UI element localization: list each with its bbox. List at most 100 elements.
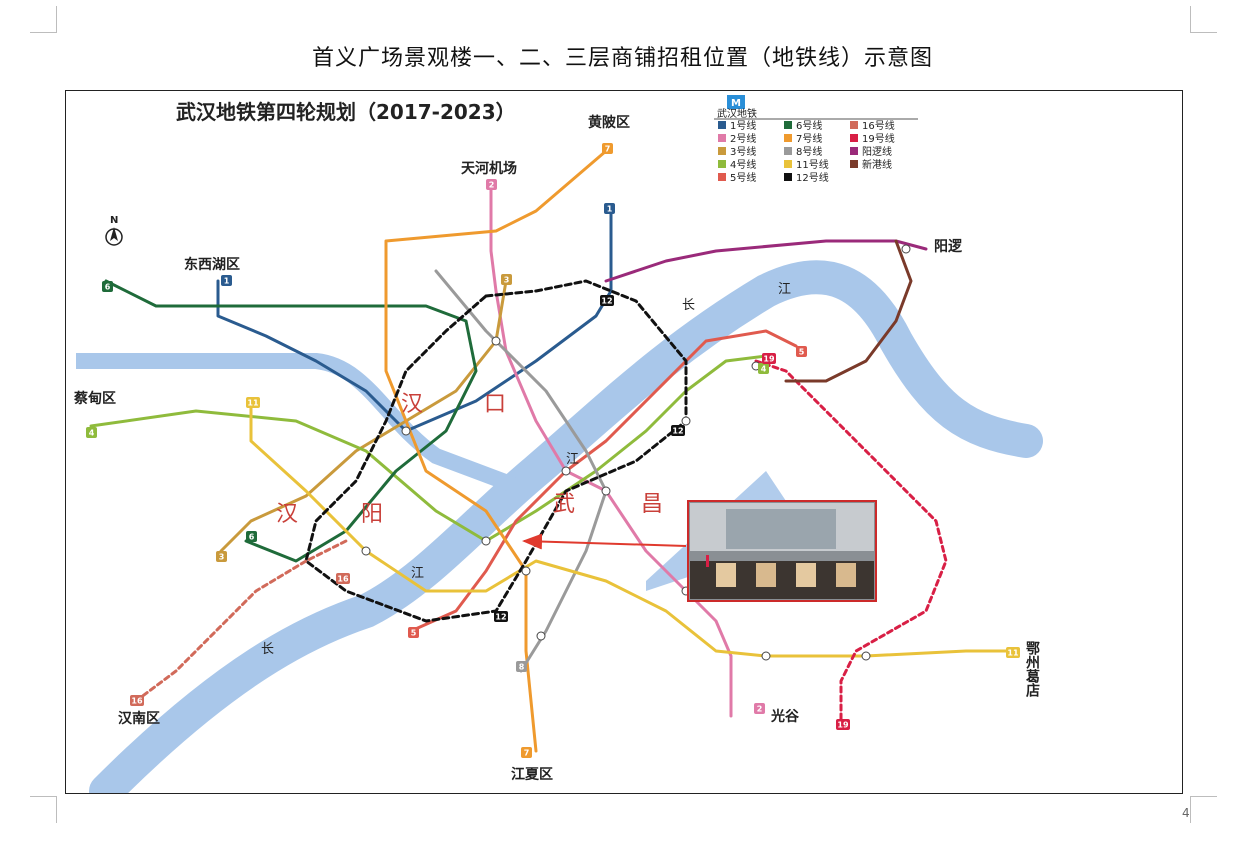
map-title: 武汉地铁第四轮规划（2017-2023） — [176, 100, 516, 124]
metro-line-19 — [754, 359, 948, 728]
legend-swatch — [718, 121, 726, 129]
legend-swatch — [850, 134, 858, 142]
metro-line-3 — [219, 279, 508, 553]
legend-items: 1号线2号线3号线4号线5号线6号线7号线8号线11号线12号线16号线19号线… — [718, 119, 895, 184]
svg-text:M: M — [731, 98, 741, 109]
line-badge-label: 4 — [761, 365, 767, 374]
station — [536, 631, 546, 641]
line-badge-label: 2 — [757, 705, 763, 714]
legend-label: 11号线 — [796, 158, 829, 171]
district-label-huangpi: 黄陂区 — [588, 114, 630, 131]
line-badge-label: 11 — [1007, 649, 1019, 658]
line-badge-2 — [486, 179, 497, 190]
line-badge-11 — [246, 397, 260, 408]
district-label-caidian: 蔡甸区 — [73, 390, 116, 407]
metro-map: 武汉地铁第四轮规划（2017-2023） N 黄陂区 天河机场 东西湖区 蔡甸区… — [73, 95, 1043, 793]
line-badge-label: 7 — [524, 749, 530, 758]
legend-swatch — [850, 147, 858, 155]
district-label-ezhou-gedian: 鄂州葛店 — [1024, 641, 1041, 698]
line-badge-label: 4 — [89, 429, 95, 438]
line-badge-1 — [604, 203, 615, 214]
line-badge-label: 12 — [601, 297, 612, 306]
line-badge-4 — [758, 363, 769, 374]
crop-mark-bottom-right — [1190, 796, 1217, 823]
line-badge-6 — [102, 281, 113, 292]
metro-line-11 — [249, 399, 1013, 658]
legend-swatch — [850, 160, 858, 168]
metro-line-6 — [104, 279, 478, 563]
legend-swatch — [784, 160, 792, 168]
river-label-chang-2: 长 — [261, 642, 274, 657]
line-badge-label: 16 — [337, 575, 349, 584]
line-badge-label: 19 — [763, 355, 775, 364]
legend-label: 2号线 — [730, 132, 756, 145]
line-badge-label: 7 — [605, 145, 611, 154]
legend-label: 5号线 — [730, 171, 756, 184]
legend-label: 16号线 — [862, 119, 895, 132]
station — [861, 651, 871, 661]
line-badge-3 — [501, 274, 512, 285]
station — [361, 546, 371, 556]
line-badge-label: 12 — [495, 613, 506, 622]
legend-label: 3号线 — [730, 145, 756, 158]
line-badge-label: 12 — [672, 427, 683, 436]
line-badge-11 — [1006, 647, 1020, 658]
line-badge-4 — [86, 427, 97, 438]
line-badge-12 — [600, 295, 614, 306]
area-label-wu: 武 — [553, 492, 575, 517]
legend-swatch — [718, 160, 726, 168]
line-badge-label: 5 — [799, 348, 805, 357]
legend-label: 1号线 — [730, 119, 756, 132]
line-badge-label: 16 — [131, 697, 143, 706]
district-label-jiangxia: 江夏区 — [511, 766, 553, 783]
document-title: 首义广场景观楼一、二、三层商铺招租位置（地铁线）示意图 — [311, 46, 933, 71]
legend-label: 7号线 — [796, 132, 822, 145]
legend-swatch — [784, 121, 792, 129]
district-label-guanggu: 光谷 — [770, 708, 800, 725]
pointer-arrow — [522, 533, 687, 550]
line-badge-8 — [516, 661, 527, 672]
metro-line-yangluo — [604, 239, 928, 283]
crop-mark-bottom-left — [30, 796, 57, 823]
line-badge-6 — [246, 531, 257, 542]
line-badge-label: 6 — [105, 283, 111, 292]
line-badge-16 — [336, 573, 350, 584]
legend-swatch — [784, 147, 792, 155]
area-label-kou: 口 — [484, 392, 506, 417]
legend-label: 6号线 — [796, 119, 822, 132]
line-badge-label: 3 — [219, 553, 225, 562]
legend-label: 12号线 — [796, 171, 829, 184]
area-label-han-1: 汉 — [401, 392, 423, 417]
area-label-yang: 阳 — [361, 502, 383, 527]
legend-label: 8号线 — [796, 145, 822, 158]
line-badge-5 — [408, 627, 419, 638]
line-badge-12 — [494, 611, 508, 622]
page-number: 4 — [1182, 806, 1190, 820]
line-badge-label: 8 — [519, 663, 525, 672]
metro-line-16 — [134, 539, 348, 703]
line-badge-label: 6 — [249, 533, 255, 542]
legend-swatch — [784, 173, 792, 181]
legend-label: 19号线 — [862, 132, 895, 145]
line-badge-2 — [754, 703, 765, 714]
district-label-yangluo: 阳逻 — [934, 239, 963, 255]
legend-swatch — [718, 134, 726, 142]
line-badge-16 — [130, 695, 144, 706]
line-badge-3 — [216, 551, 227, 562]
station-dots — [361, 244, 911, 661]
station — [401, 426, 411, 436]
station — [681, 416, 691, 426]
line-badge-5 — [796, 346, 807, 357]
legend-swatch — [718, 147, 726, 155]
line-badge-label: 5 — [411, 629, 417, 638]
north-label: N — [110, 215, 118, 226]
north-arrow: N — [105, 215, 123, 246]
district-label-tianhe-airport: 天河机场 — [461, 160, 517, 177]
traffic-light-icon — [706, 555, 709, 567]
river-label-chang-1: 长 — [682, 298, 695, 313]
storefront-photo — [687, 500, 877, 602]
line-badge-label: 1 — [607, 205, 613, 214]
line-badge-19 — [762, 353, 776, 364]
area-label-han-2: 汉 — [276, 502, 298, 527]
legend-label: 新港线 — [862, 158, 892, 171]
